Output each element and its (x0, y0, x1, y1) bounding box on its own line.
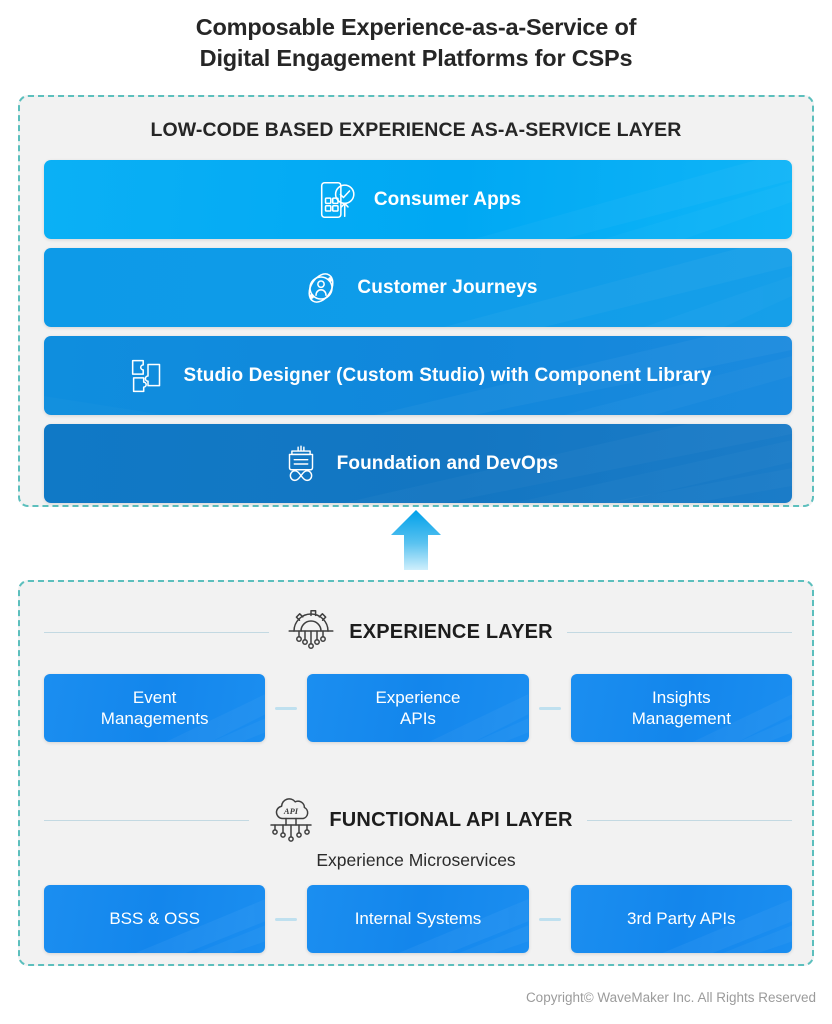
puzzle-pieces-icon (125, 353, 171, 399)
page-title-line-2: Digital Engagement Platforms for CSPs (199, 45, 633, 72)
low-code-layer-panel: LOW-CODE BASED EXPERIENCE AS-A-SERVICE L… (18, 95, 814, 507)
header-rule-left (44, 631, 270, 633)
functional-api-layer-card-row: BSS & OSS Internal Systems 3rd Party API… (44, 885, 792, 953)
footer-copyright: Copyright© WaveMaker Inc. All Rights Res… (525, 990, 816, 1005)
functional-api-layer-subtitle: Experience Microservices (316, 850, 516, 870)
user-orbit-icon (298, 265, 344, 311)
bar-consumer-apps[interactable]: Consumer Apps (44, 160, 792, 239)
connector-dash (529, 885, 571, 953)
header-rule-right (566, 631, 793, 633)
bar-customer-journeys[interactable]: Customer Journeys (44, 248, 792, 327)
svg-text:API: API (283, 806, 299, 816)
header-rule-right (586, 819, 792, 821)
functional-api-layer-heading: FUNCTIONAL API LAYER (329, 808, 573, 831)
mobile-app-check-icon (315, 177, 361, 223)
connector-dash (265, 885, 307, 953)
bar-studio-designer[interactable]: Studio Designer (Custom Studio) with Com… (44, 336, 792, 415)
experience-layer-header: EXPERIENCE LAYER (44, 604, 793, 660)
card-bss-oss[interactable]: BSS & OSS (44, 885, 266, 953)
functional-api-layer-header: API FUNCTIONAL API LAYER (44, 792, 792, 848)
gear-hub-nodes-icon (283, 604, 339, 660)
card-3rd-party-apis[interactable]: 3rd Party APIs (570, 885, 792, 953)
header-rule-left (44, 819, 250, 821)
cloud-api-nodes-icon: API (263, 792, 319, 848)
low-code-layer-heading: LOW-CODE BASED EXPERIENCE AS-A-SERVICE L… (150, 119, 682, 141)
connector-dash (529, 674, 571, 742)
card-label: Internal Systems (354, 909, 482, 929)
bar-label-studio-designer: Studio Designer (Custom Studio) with Com… (183, 364, 712, 386)
page-title: Composable Experience-as-a-Service of Di… (0, 12, 832, 75)
card-label: 3rd Party APIs (626, 909, 736, 929)
upward-arrow (390, 509, 442, 571)
page-title-line-1: Composable Experience-as-a-Service of (195, 14, 637, 40)
card-internal-systems[interactable]: Internal Systems (307, 885, 529, 953)
bar-label-foundation-devops: Foundation and DevOps (336, 452, 559, 474)
devops-infinity-icon (278, 441, 324, 487)
bar-foundation-devops[interactable]: Foundation and DevOps (44, 424, 792, 503)
experience-layer-heading: EXPERIENCE LAYER (349, 620, 553, 643)
bar-label-customer-journeys: Customer Journeys (357, 276, 538, 298)
connector-dash (265, 674, 307, 742)
bar-label-consumer-apps: Consumer Apps (373, 188, 522, 210)
card-label: BSS & OSS (109, 909, 201, 929)
